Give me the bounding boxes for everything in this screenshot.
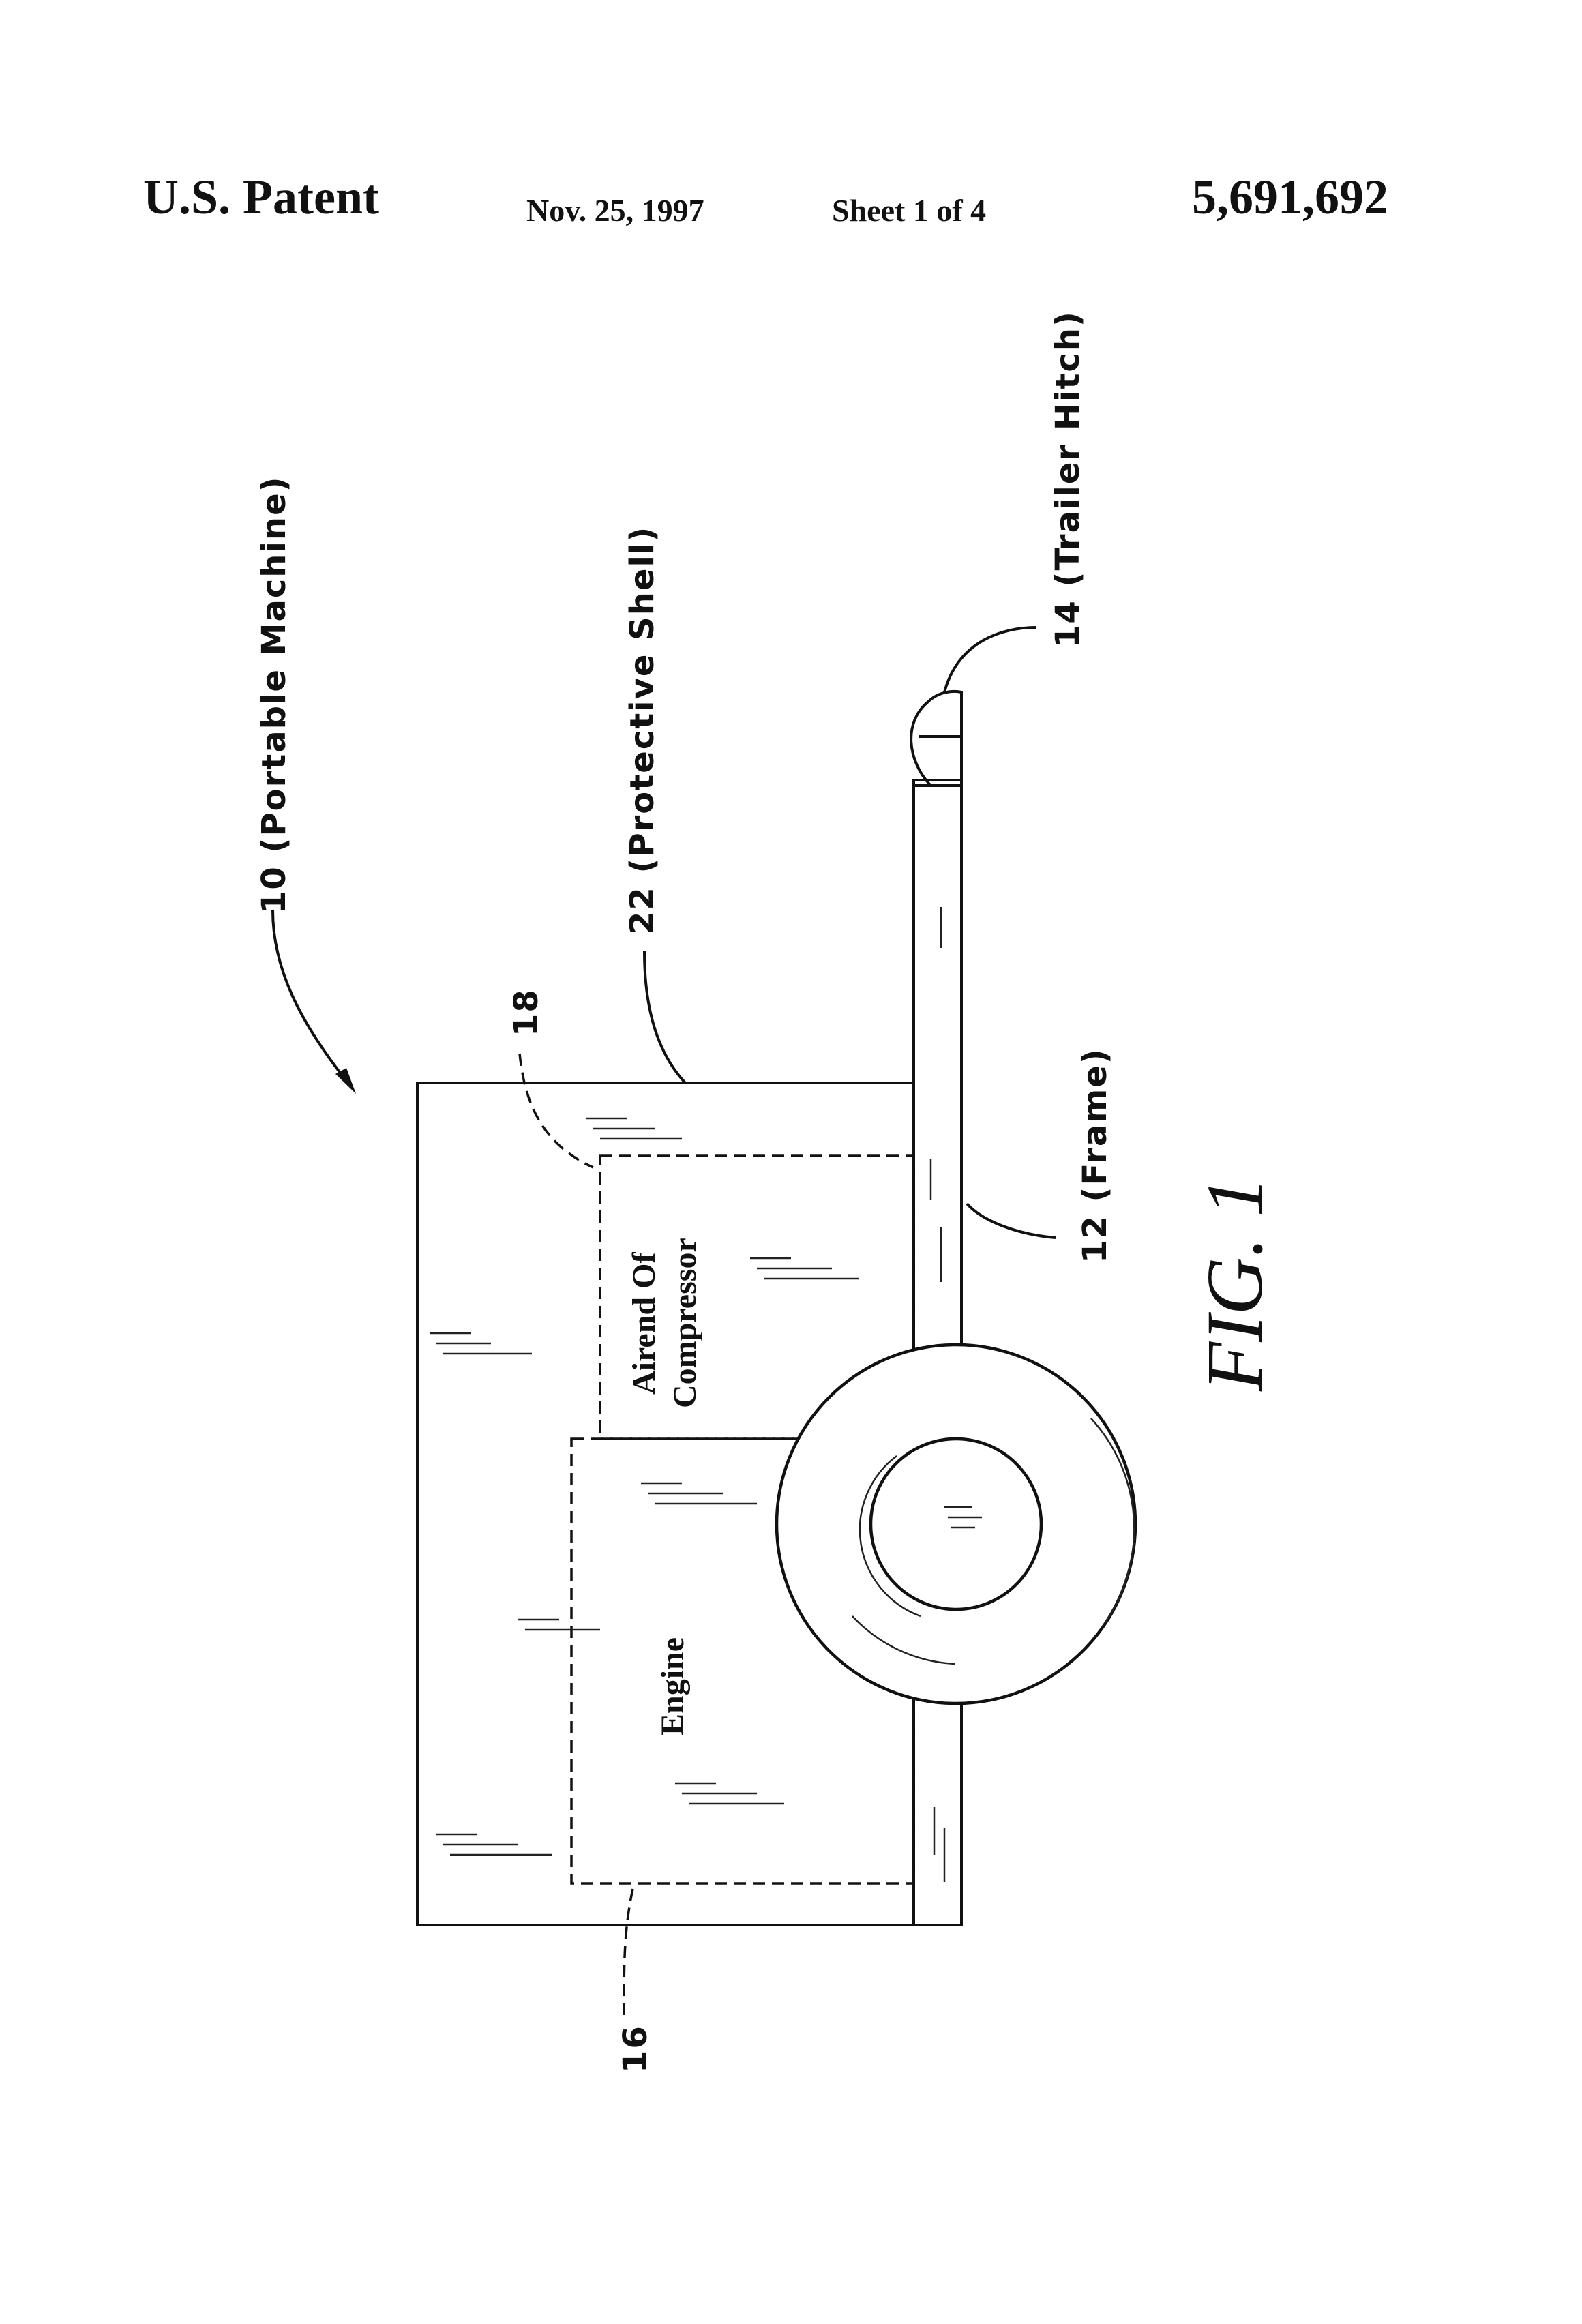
leader-airend (520, 1054, 593, 1167)
trailer-hitch (911, 691, 961, 786)
label-airend-line2: Compressor (667, 1238, 703, 1408)
label-trailer-hitch: 14 (Trailer Hitch) (1049, 310, 1087, 648)
label-frame: 12 (Frame) (1076, 1047, 1114, 1263)
label-protective-shell: 22 (Protective Shell) (623, 526, 661, 934)
label-airend-line1: Airend Of (626, 1252, 662, 1395)
leader-engine (624, 1889, 633, 2015)
leader-protective-shell (644, 951, 685, 1083)
label-engine-ref: 16 (616, 2025, 655, 2073)
label-portable-machine: 10 (Portable Machine) (255, 475, 293, 914)
label-engine: Engine (655, 1637, 691, 1735)
figure-caption: FIG. 1 (1190, 1176, 1279, 1392)
label-airend-ref: 18 (507, 988, 546, 1037)
wheel-hub (871, 1439, 1041, 1609)
leader-portable-machine (273, 910, 349, 1084)
leader-frame (967, 1204, 1056, 1238)
leader-trailer-hitch (944, 627, 1036, 692)
